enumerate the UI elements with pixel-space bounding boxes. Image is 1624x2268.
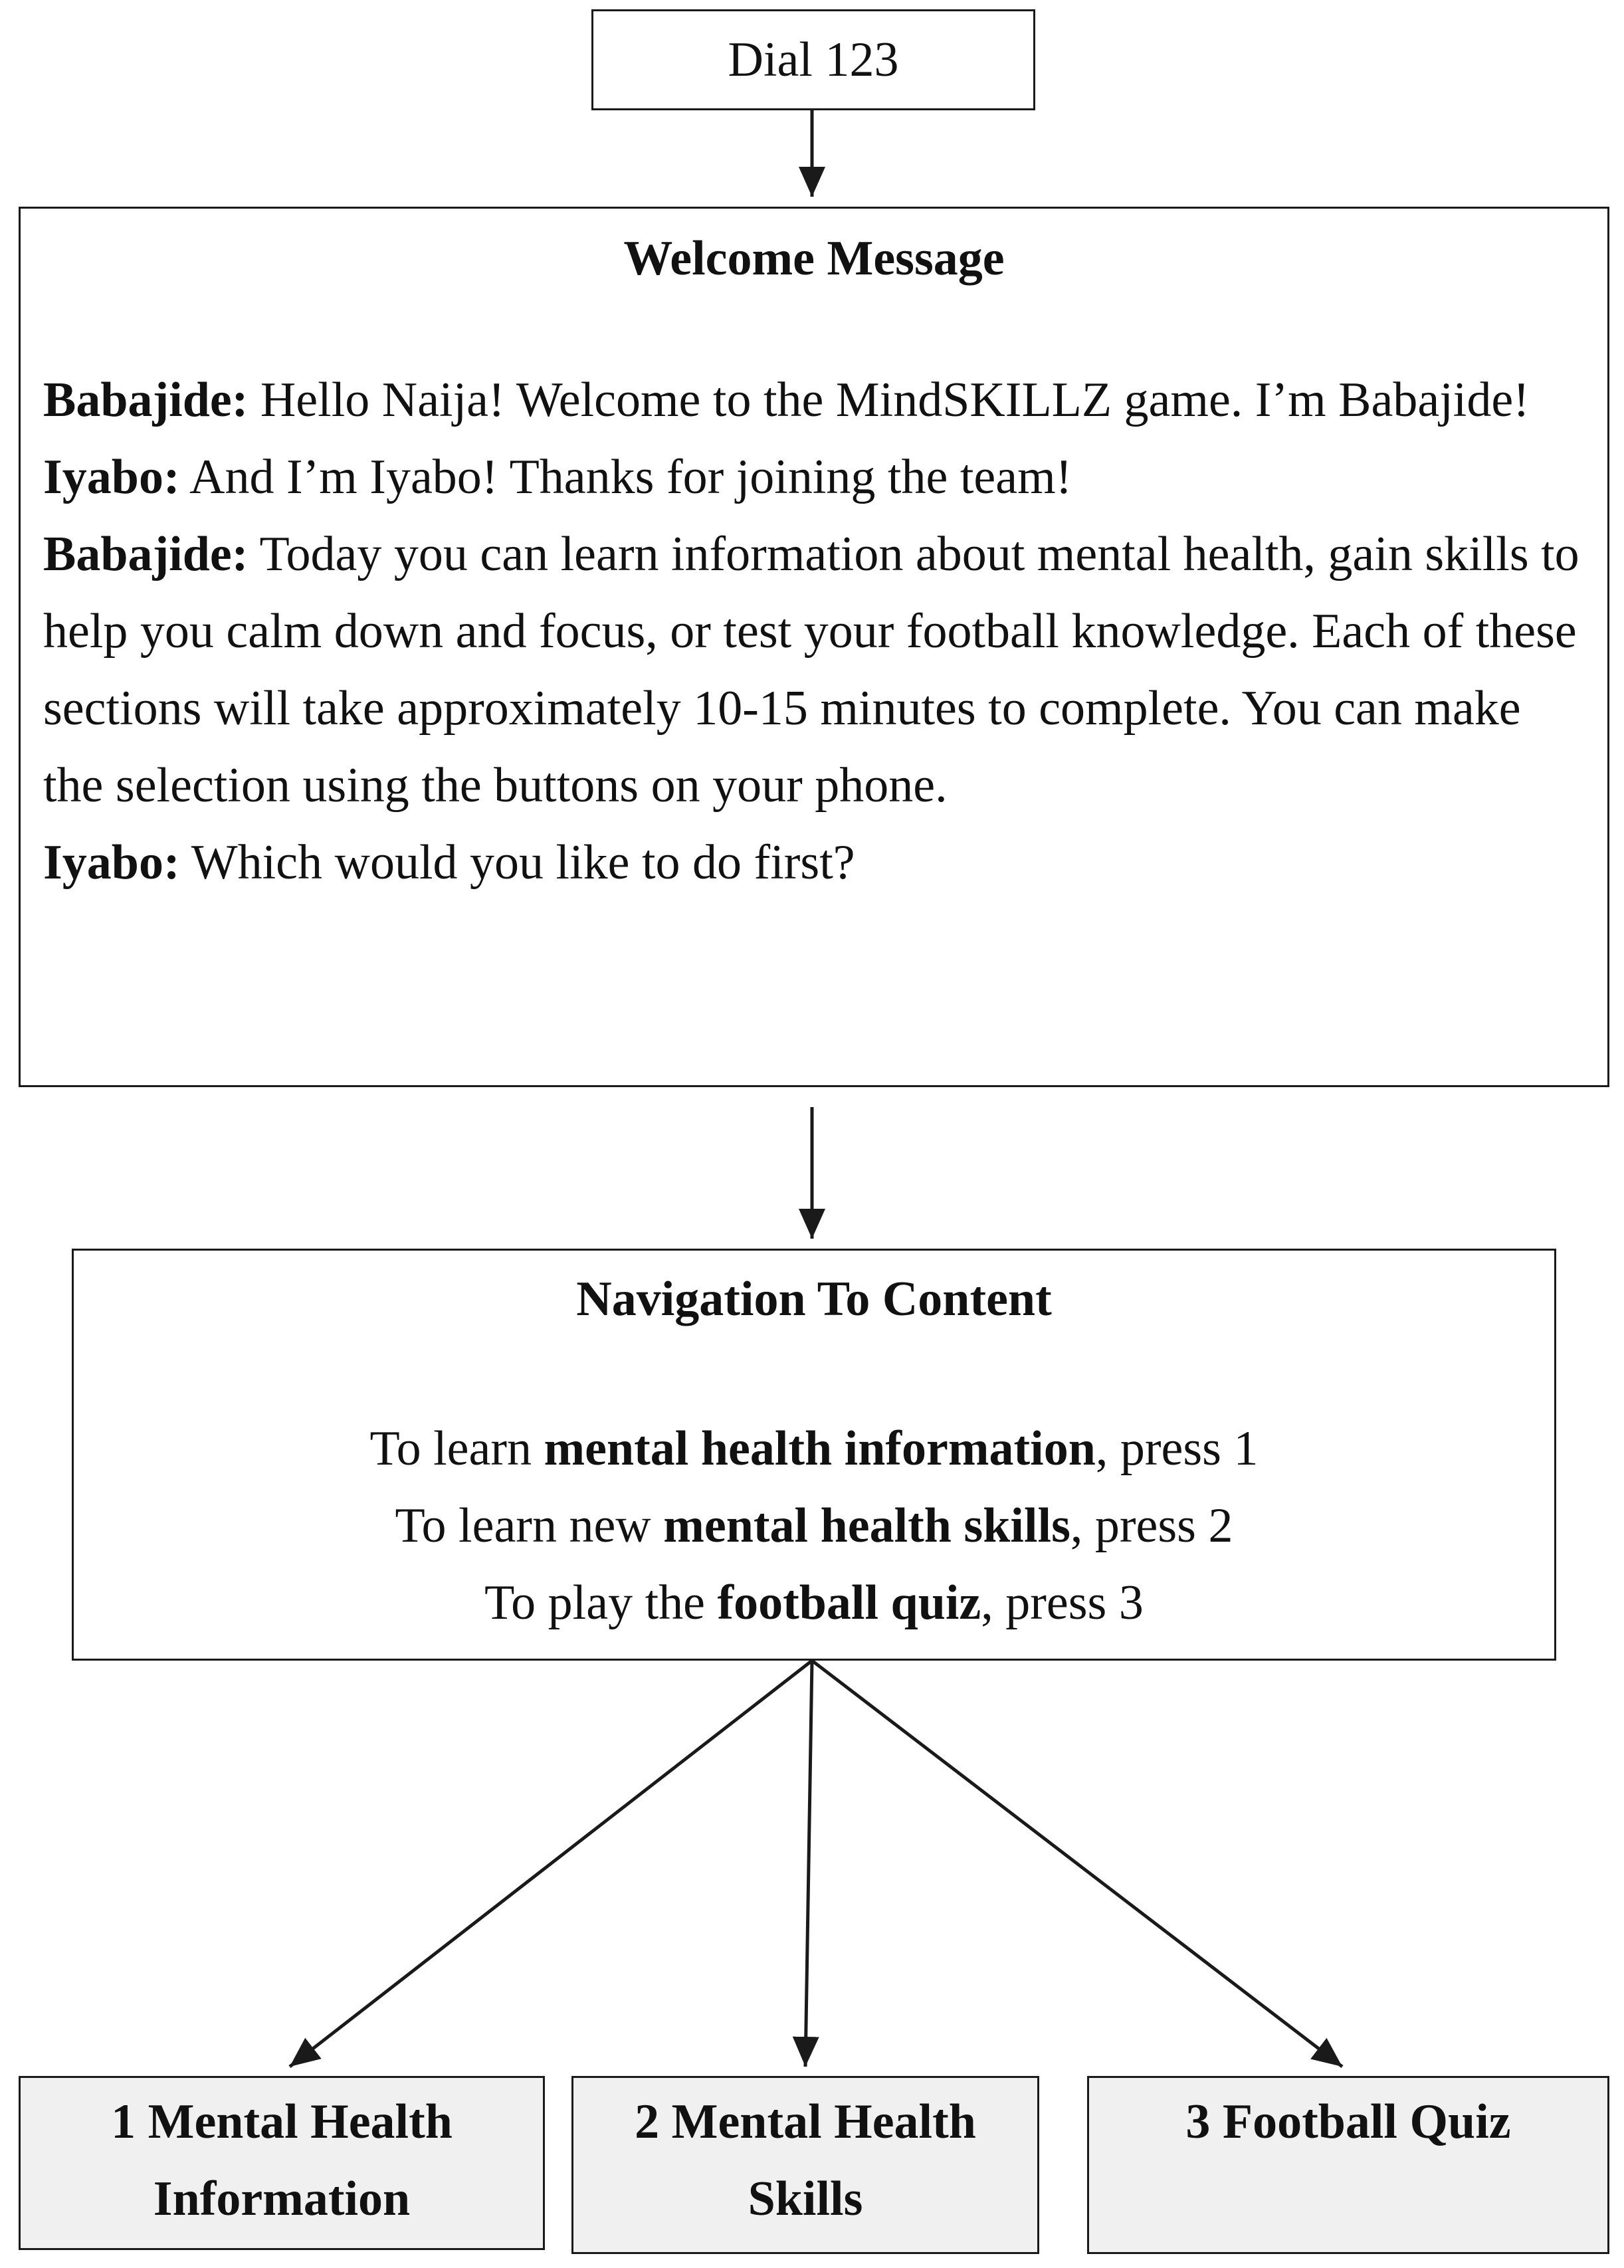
dialogue-text: Today you can learn information about me…: [43, 527, 1579, 813]
navigation-option-3: To play the football quiz, press 3: [74, 1564, 1554, 1641]
outcome-mental-health-information: 1 Mental Health Information: [19, 2076, 545, 2250]
outcome-label-line: Information: [153, 2172, 411, 2226]
option-text: To learn new: [395, 1498, 664, 1553]
speaker-name: Iyabo:: [43, 835, 180, 890]
dialogue-line: Iyabo: And I’m Iyabo! Thanks for joining…: [43, 439, 1585, 516]
outcome-label-line: 2 Mental Health: [635, 2095, 976, 2149]
outcome-mental-health-skills: 2 Mental Health Skills: [571, 2076, 1039, 2254]
outcome-label: 1 Mental Health Information: [111, 2083, 453, 2237]
navigation-option-1: To learn mental health information, pres…: [74, 1410, 1554, 1487]
welcome-message-box: Welcome Message Babajide: Hello Naija! W…: [19, 207, 1609, 1087]
dialogue-line: Babajide: Today you can learn informatio…: [43, 516, 1585, 824]
outcome-football-quiz: 3 Football Quiz: [1087, 2076, 1609, 2254]
dialogue-text: Hello Naija! Welcome to the MindSKILLZ g…: [248, 373, 1530, 427]
dial-box: Dial 123: [591, 9, 1035, 110]
outcome-label: 3 Football Quiz: [1185, 2083, 1510, 2160]
speaker-name: Babajide:: [43, 527, 249, 581]
option-key: , press 3: [981, 1576, 1144, 1630]
option-keyword: football quiz: [717, 1576, 981, 1630]
option-key: , press 1: [1095, 1421, 1259, 1476]
navigation-option-2: To learn new mental health skills, press…: [74, 1487, 1554, 1564]
dialogue-line: Babajide: Hello Naija! Welcome to the Mi…: [43, 361, 1585, 439]
dialogue-text: And I’m Iyabo! Thanks for joining the te…: [179, 450, 1072, 504]
option-key: , press 2: [1070, 1498, 1233, 1553]
arrow-navigation-to-option-2: [792, 1660, 819, 2067]
outcome-label: 2 Mental Health Skills: [635, 2083, 976, 2237]
option-text: To play the: [484, 1576, 718, 1630]
welcome-title: Welcome Message: [623, 231, 1005, 286]
speaker-name: Babajide:: [43, 373, 249, 427]
navigation-box: Navigation To Content To learn mental he…: [72, 1249, 1556, 1661]
option-keyword: mental health skills: [663, 1498, 1070, 1553]
dialogue-line: Iyabo: Which would you like to do first?: [43, 824, 1585, 901]
speaker-name: Iyabo:: [43, 450, 180, 504]
option-text: To learn: [369, 1421, 544, 1476]
option-keyword: mental health information: [544, 1421, 1096, 1476]
navigation-title: Navigation To Content: [576, 1272, 1052, 1326]
arrow-navigation-to-option-3: [811, 1659, 1344, 2068]
outcome-label-line: Skills: [748, 2172, 863, 2226]
arrow-navigation-to-option-1: [288, 1659, 813, 2068]
dialogue-text: Which would you like to do first?: [179, 835, 855, 890]
outcome-label-line: 1 Mental Health: [111, 2095, 453, 2149]
outcome-label-line: 3 Football Quiz: [1185, 2095, 1511, 2149]
dial-label: Dial 123: [728, 32, 899, 87]
